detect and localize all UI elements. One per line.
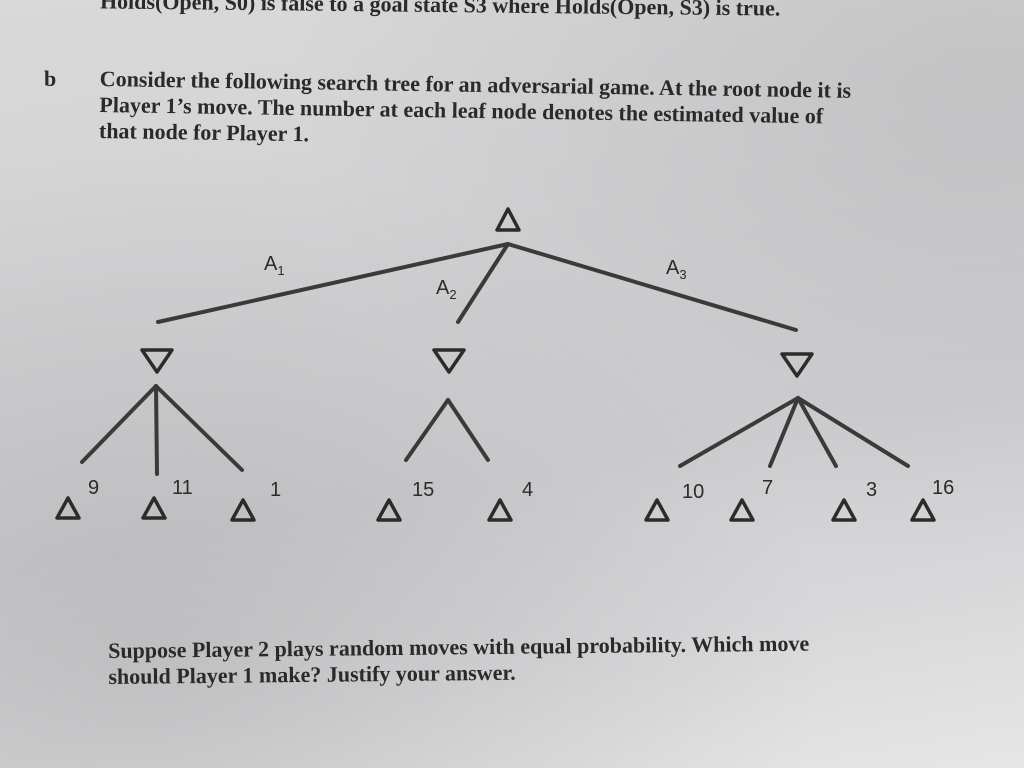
leaf-value: 9 <box>88 477 99 499</box>
leaf-max-node-icon <box>831 498 857 522</box>
edge-label-a3: A3 <box>666 257 687 282</box>
edge-label-a2: A2 <box>436 277 457 302</box>
min-node-icon <box>432 348 466 374</box>
edge-a2 <box>456 242 510 324</box>
leaf-value: 15 <box>412 479 434 501</box>
edge-leaf <box>154 384 159 476</box>
edge-a3 <box>506 242 798 332</box>
edge-label-a1: A1 <box>264 253 285 278</box>
edge-leaf <box>678 396 800 468</box>
leaf-value: 7 <box>762 477 773 499</box>
leaf-max-node-icon <box>230 498 256 522</box>
leaf-value: 1 <box>270 479 281 501</box>
leaf-max-node-icon <box>644 498 670 522</box>
edge-leaf <box>796 396 910 468</box>
leaf-max-node-icon <box>55 496 81 520</box>
leaf-value: 3 <box>866 479 877 501</box>
edge-leaf <box>768 396 800 468</box>
edge-leaf <box>446 398 490 462</box>
leaf-value: 4 <box>522 479 533 501</box>
question-marker: b <box>44 66 57 91</box>
leaf-max-node-icon <box>910 498 936 522</box>
leaf-value: 16 <box>932 477 954 499</box>
edge-leaf <box>154 384 244 472</box>
edge-leaf <box>796 396 838 468</box>
min-node-icon <box>140 348 174 374</box>
leaf-value: 11 <box>172 477 193 499</box>
leaf-max-node-icon <box>141 496 167 520</box>
leaf-max-node-icon <box>729 498 755 522</box>
leaf-value: 10 <box>682 481 704 503</box>
root-max-node-icon <box>495 207 521 232</box>
followup-question: Suppose Player 2 plays random moves with… <box>108 629 928 690</box>
edge-leaf <box>80 384 158 464</box>
min-node-icon <box>780 352 814 378</box>
leaf-max-node-icon <box>376 498 402 522</box>
edge-a1 <box>156 242 510 324</box>
edge-leaf <box>404 398 450 462</box>
leaf-max-node-icon <box>487 498 513 522</box>
